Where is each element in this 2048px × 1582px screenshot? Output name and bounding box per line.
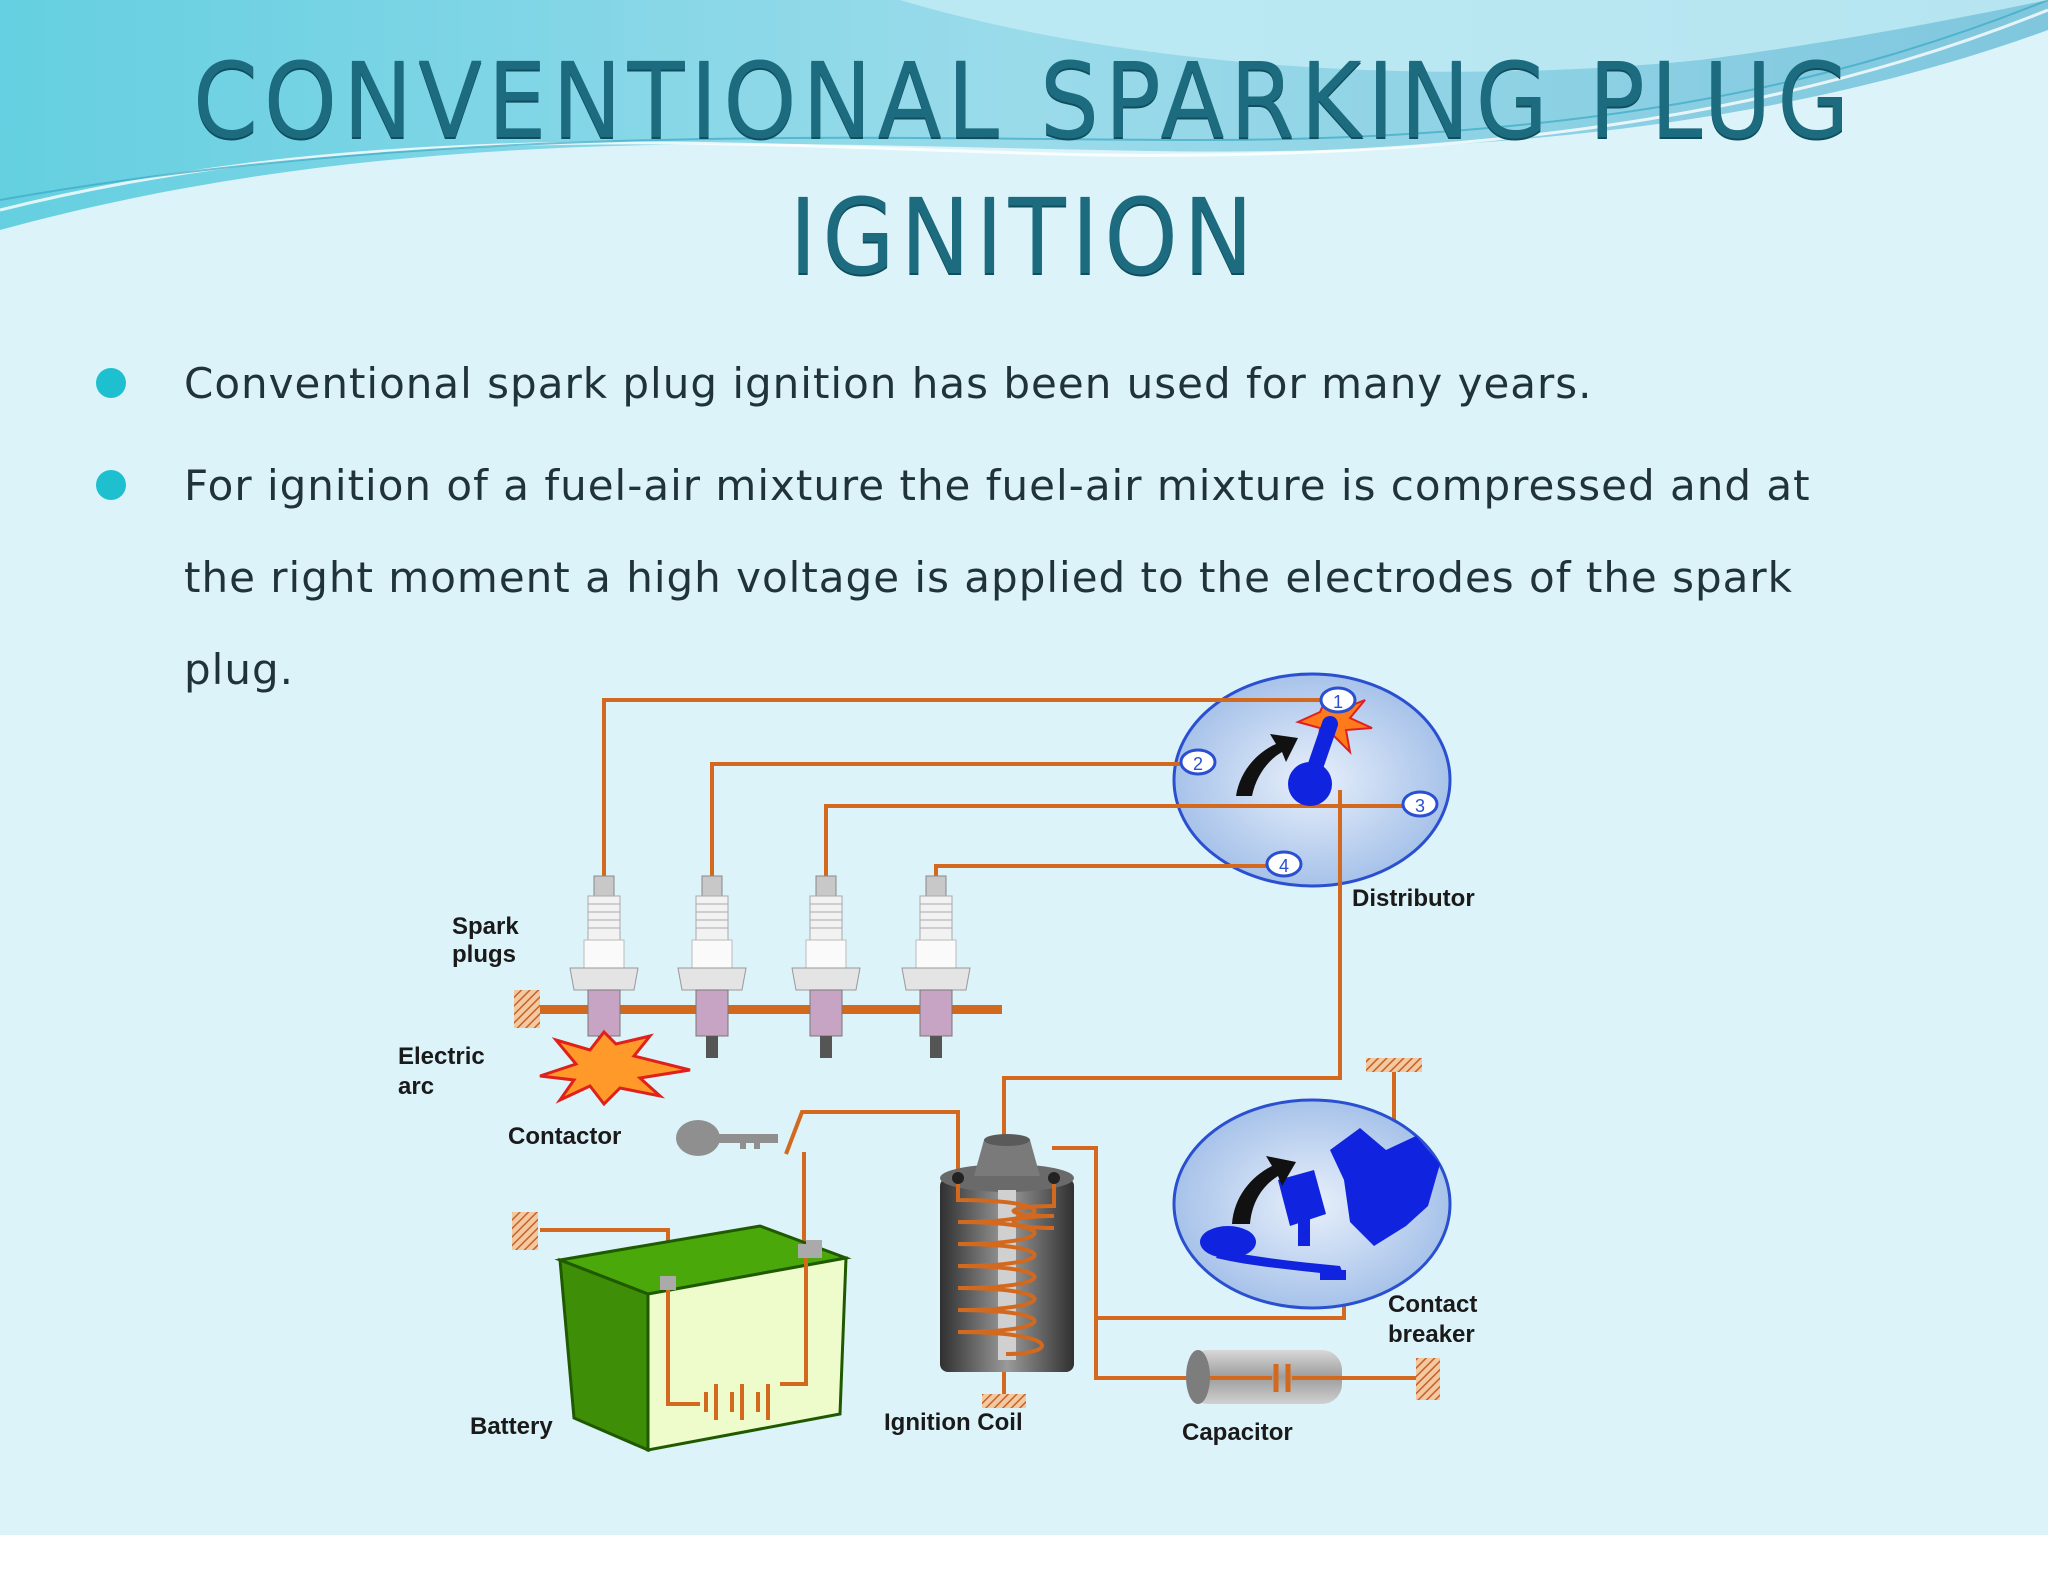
bullet-dot-icon [96, 470, 126, 500]
battery-label: Battery [470, 1413, 553, 1440]
ground-symbol-icon [514, 990, 540, 1028]
electric-arc-label-1: Electric [398, 1043, 485, 1070]
ignition-coil-label: Ignition Coil [884, 1409, 1023, 1436]
slide-title-line-1: CONVENTIONAL SPARKING PLUG [192, 40, 1856, 162]
spark-plug-icon [901, 875, 971, 1058]
contact-breaker-label-2: breaker [1388, 1321, 1475, 1348]
spark-plugs-label-1: Spark [452, 913, 519, 940]
contact-breaker-label-1: Contact [1388, 1291, 1477, 1318]
contactor-label: Contactor [508, 1123, 621, 1150]
distributor-terminals: 1 2 3 4 [1179, 686, 1439, 878]
terminal-4-label: 4 [1279, 856, 1289, 876]
terminal-1-label: 1 [1333, 692, 1343, 712]
ground-symbol-icon [982, 1394, 1026, 1408]
slide-title-line-2: IGNITION [789, 176, 1259, 298]
ignition-circuit-diagram: 1 2 3 4 Distributor [398, 672, 1477, 1453]
capacitor [1186, 1350, 1440, 1404]
spark-plugs-label-2: plugs [452, 941, 516, 968]
terminal-2-label: 2 [1193, 754, 1203, 774]
distributor: 1 2 3 4 [602, 672, 1452, 1142]
bullet-text-1: Conventional spark plug ignition has bee… [184, 359, 1593, 408]
spark-plug-icon [791, 875, 861, 1058]
rotation-arrow-icon [1232, 1156, 1296, 1224]
engine-ground-rail [530, 1005, 1002, 1014]
distributor-label: Distributor [1352, 885, 1475, 912]
terminal-3-label: 3 [1415, 796, 1425, 816]
bullet-dot-icon [96, 368, 126, 398]
rotation-arrow-icon [1236, 734, 1298, 796]
electric-arc-label-2: arc [398, 1073, 434, 1100]
slide-background: CONVENTIONAL SPARKING PLUG IGNITION Conv… [0, 0, 2048, 1535]
ground-symbol-icon [1416, 1358, 1440, 1400]
electric-arc-icon [539, 1029, 691, 1107]
spark-plug-icon [677, 875, 747, 1058]
contact-breaker [1172, 1058, 1452, 1310]
capacitor-label: Capacitor [1182, 1419, 1293, 1446]
ground-symbol-icon [1366, 1058, 1422, 1072]
ground-symbol-icon [512, 1212, 538, 1250]
key-icon [676, 1120, 778, 1156]
ignition-coil [940, 1134, 1074, 1408]
slide-footer-strip [0, 1535, 2048, 1582]
decorative-wave-header [0, 0, 2048, 230]
battery [554, 1224, 852, 1453]
spark-plugs [569, 875, 971, 1058]
bullet-text-2: For ignition of a fuel-air mixture the f… [184, 461, 1811, 694]
low-voltage-wires [540, 1068, 1418, 1380]
